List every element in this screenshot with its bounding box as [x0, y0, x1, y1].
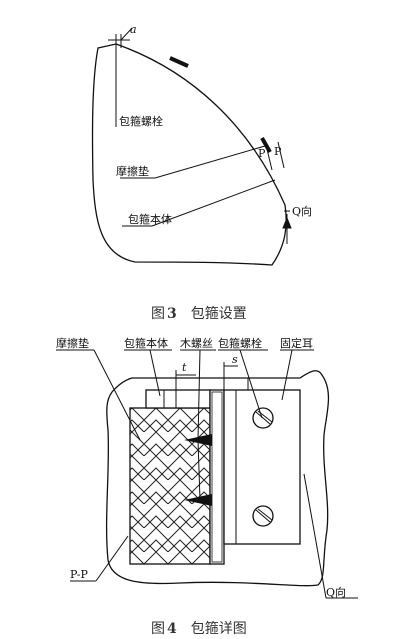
fig4-label-pp: P-P — [70, 568, 89, 581]
fig4-label-ear: 固定耳 — [280, 336, 313, 350]
fig4-label-q: Q向 — [326, 585, 346, 599]
fig4-wood-screw-lower — [184, 494, 212, 506]
fig3-label-p2: P — [274, 145, 282, 158]
fig3-dimension-a — [108, 27, 133, 48]
fig4-label-body: 包箍本体 — [124, 336, 168, 350]
fig4-label-t: t — [182, 361, 187, 374]
fig3-label-a: a — [130, 23, 137, 36]
fig4-bolt-lower — [252, 505, 274, 527]
fig4-label-wood-screw: 木螺丝 — [180, 337, 213, 350]
fig4-bolt-upper — [252, 407, 274, 429]
fig3-section-mark — [265, 141, 285, 171]
fig3-leader-body-a — [151, 179, 276, 227]
fig3-leader-pad-a — [154, 145, 266, 179]
fig4-label-pad: 摩擦垫 — [56, 336, 89, 350]
fig3-body-outline — [91, 43, 287, 266]
fig4-label-bolt: 包箍螺栓 — [218, 336, 262, 350]
fig3-label-body: 包箍本体 — [128, 212, 172, 226]
fig3-label-bolt: 包箍螺栓 — [119, 114, 163, 128]
fig4-clamp-body — [129, 407, 211, 565]
fig3-label-p1: P — [258, 147, 266, 160]
fig3-label-q: Q向 — [292, 204, 312, 218]
fig3-label-pad: 摩擦垫 — [116, 164, 149, 178]
fig4-leaders — [56, 349, 358, 599]
fig4-top-cap — [145, 389, 211, 409]
fig3-bolt-mark-top — [169, 56, 189, 68]
fig4-outer-boundary — [105, 370, 330, 587]
figure-4: 摩擦垫 包箍本体 木螺丝 包箍螺栓 固定耳 t s P-P Q向 — [56, 336, 358, 637]
fig4-label-s: s — [232, 353, 238, 366]
fig3-q-arrow — [282, 210, 292, 244]
